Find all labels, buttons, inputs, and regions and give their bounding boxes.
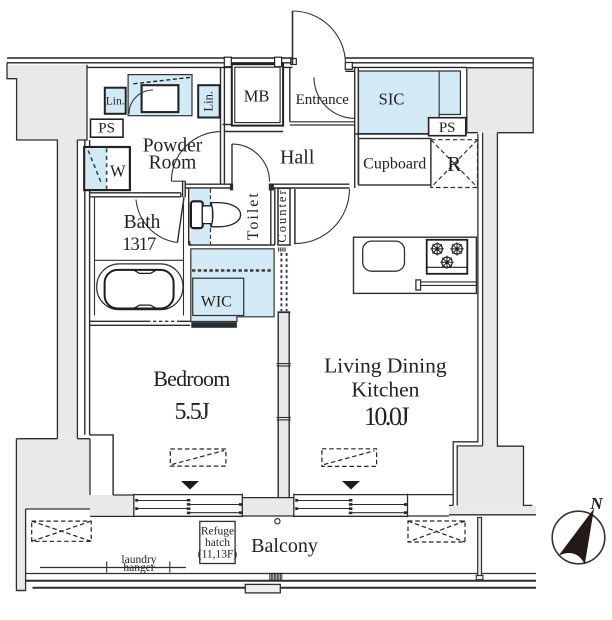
svg-text:Toilet: Toilet: [245, 191, 262, 240]
svg-text:Counter: Counter: [275, 188, 289, 242]
svg-text:Lin.: Lin.: [106, 96, 125, 108]
svg-text:Lin.: Lin.: [202, 91, 216, 111]
svg-text:Balcony: Balcony: [251, 535, 318, 557]
svg-text:Living Dining: Living Dining: [324, 353, 447, 377]
svg-text:1317: 1317: [122, 235, 156, 255]
svg-text:PS: PS: [439, 120, 456, 136]
svg-text:hanger: hanger: [123, 562, 154, 574]
svg-text:hatch: hatch: [205, 537, 230, 549]
svg-text:N: N: [589, 494, 603, 513]
svg-text:laundry: laundry: [121, 554, 156, 566]
svg-text:Room: Room: [149, 153, 197, 174]
svg-text:Powder: Powder: [143, 135, 203, 156]
svg-text:R: R: [447, 152, 461, 176]
svg-text:Kitchen: Kitchen: [351, 377, 419, 401]
svg-text:Bedroom: Bedroom: [153, 366, 230, 391]
svg-text:Hall: Hall: [280, 147, 315, 169]
svg-text:Entrance: Entrance: [296, 92, 350, 108]
svg-text:MB: MB: [244, 87, 270, 106]
svg-text:10.0J: 10.0J: [364, 402, 410, 431]
svg-text:SIC: SIC: [379, 89, 405, 108]
svg-text:W: W: [110, 162, 126, 181]
svg-text:(11,13F): (11,13F): [198, 549, 238, 561]
svg-text:5.5J: 5.5J: [175, 399, 210, 425]
svg-text:Bath: Bath: [124, 212, 161, 233]
svg-text:PS: PS: [98, 121, 115, 137]
svg-text:WIC: WIC: [201, 293, 232, 310]
svg-text:Refuge: Refuge: [201, 526, 234, 538]
svg-text:Cupboard: Cupboard: [363, 156, 426, 173]
